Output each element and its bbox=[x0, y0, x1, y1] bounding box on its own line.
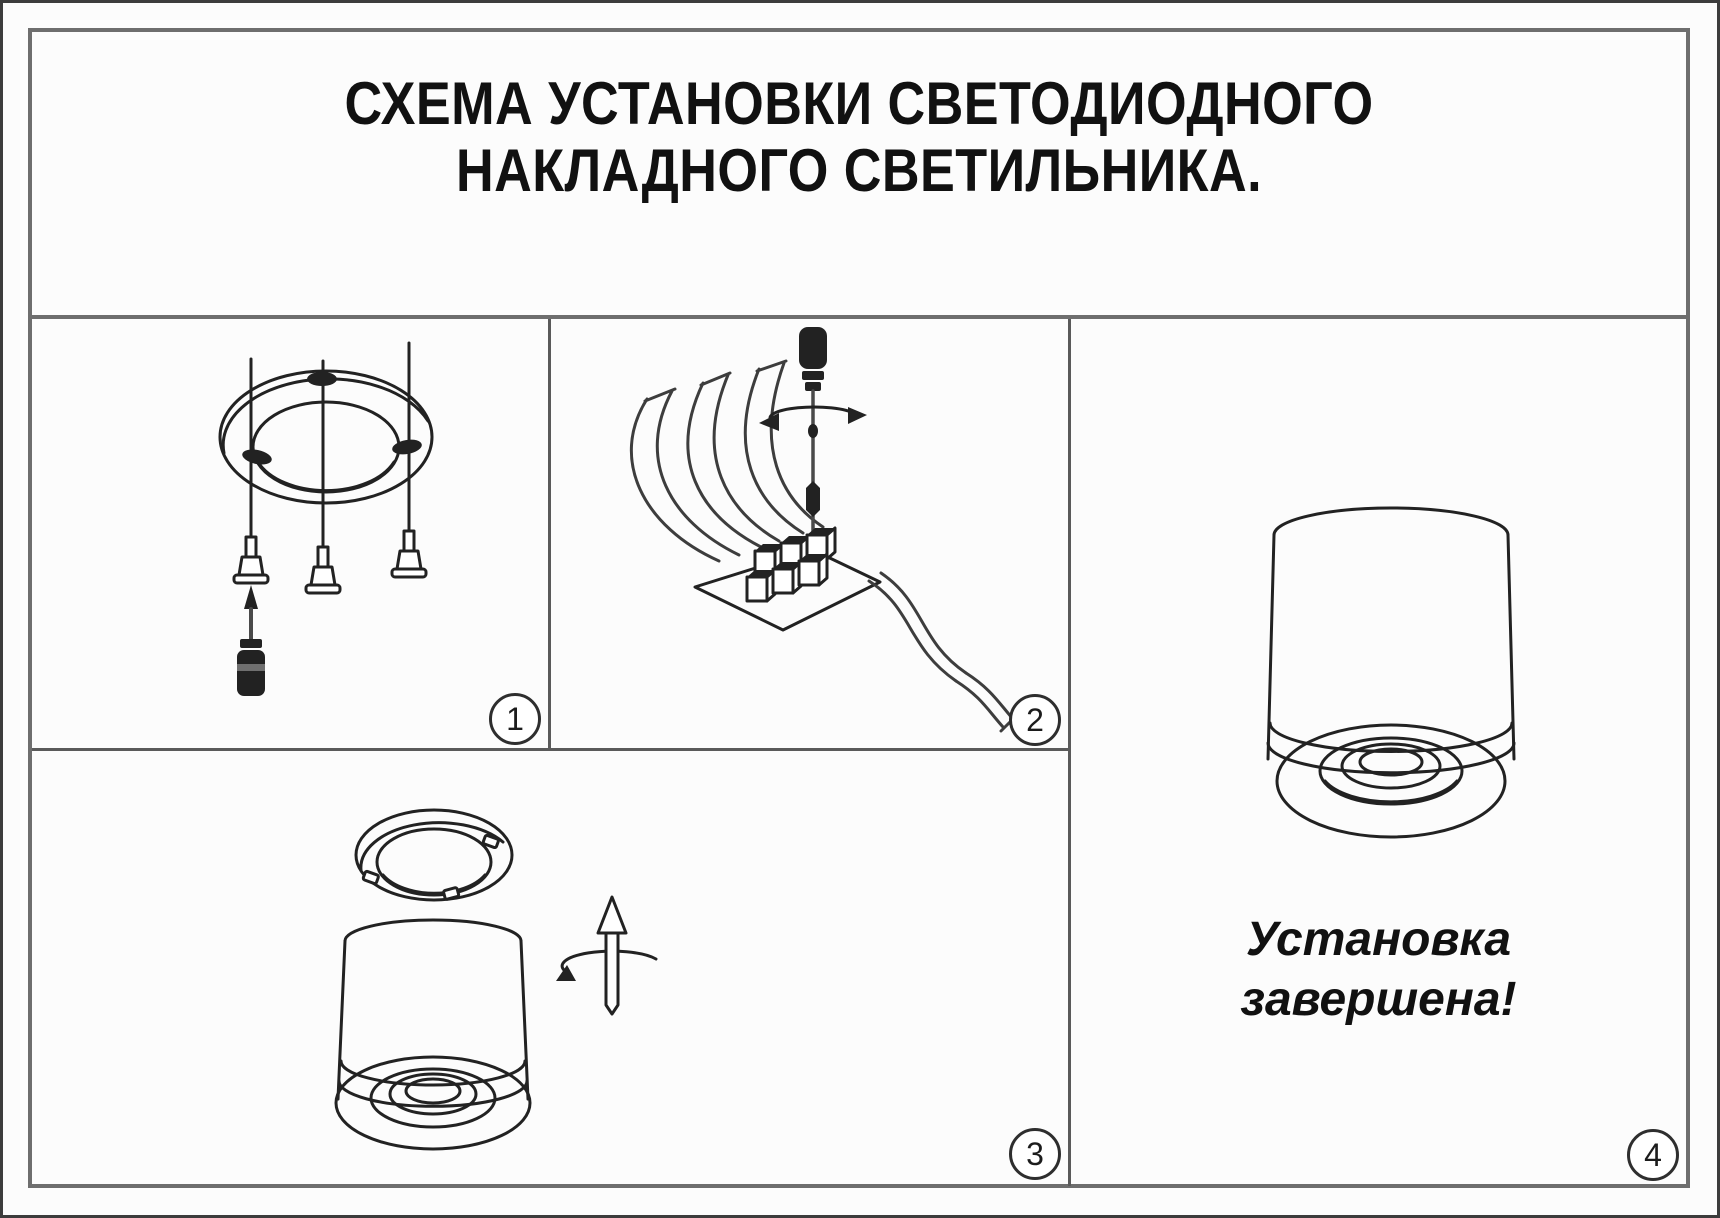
page-title: СХЕМА УСТАНОВКИ СВЕТОДИОДНОГО НАКЛАДНОГО… bbox=[140, 70, 1579, 204]
vertical-divider-step4 bbox=[1068, 319, 1071, 1186]
step-2-badge: 2 bbox=[1009, 694, 1061, 746]
step2-wiring-illustration bbox=[630, 327, 1021, 733]
completion-note-line-2: завершена! bbox=[1240, 973, 1517, 1026]
step-2-number: 2 bbox=[1026, 701, 1044, 738]
title-line-2: НАКЛАДНОГО СВЕТИЛЬНИКА. bbox=[455, 137, 1263, 204]
step-1-number: 1 bbox=[506, 700, 524, 737]
step-4-number: 4 bbox=[1644, 1136, 1662, 1173]
horizontal-divider-step3 bbox=[32, 748, 1071, 751]
vertical-divider-step1-step2 bbox=[548, 319, 551, 751]
title-divider bbox=[32, 315, 1686, 319]
completion-note: Установка завершена! bbox=[1071, 910, 1686, 1030]
step1-mounting-ring-illustration bbox=[218, 341, 434, 696]
step-1-badge: 1 bbox=[489, 693, 541, 745]
inner-frame bbox=[28, 28, 1690, 1188]
title-line-1: СХЕМА УСТАНОВКИ СВЕТОДИОДНОГО bbox=[344, 70, 1374, 137]
step3-assembly-illustration bbox=[334, 808, 658, 1151]
step4-installed-fixture-illustration bbox=[1266, 506, 1516, 839]
step-4-badge: 4 bbox=[1627, 1129, 1679, 1181]
step-3-number: 3 bbox=[1026, 1135, 1044, 1172]
completion-note-line-1: Установка bbox=[1245, 913, 1512, 966]
step-3-badge: 3 bbox=[1009, 1128, 1061, 1180]
